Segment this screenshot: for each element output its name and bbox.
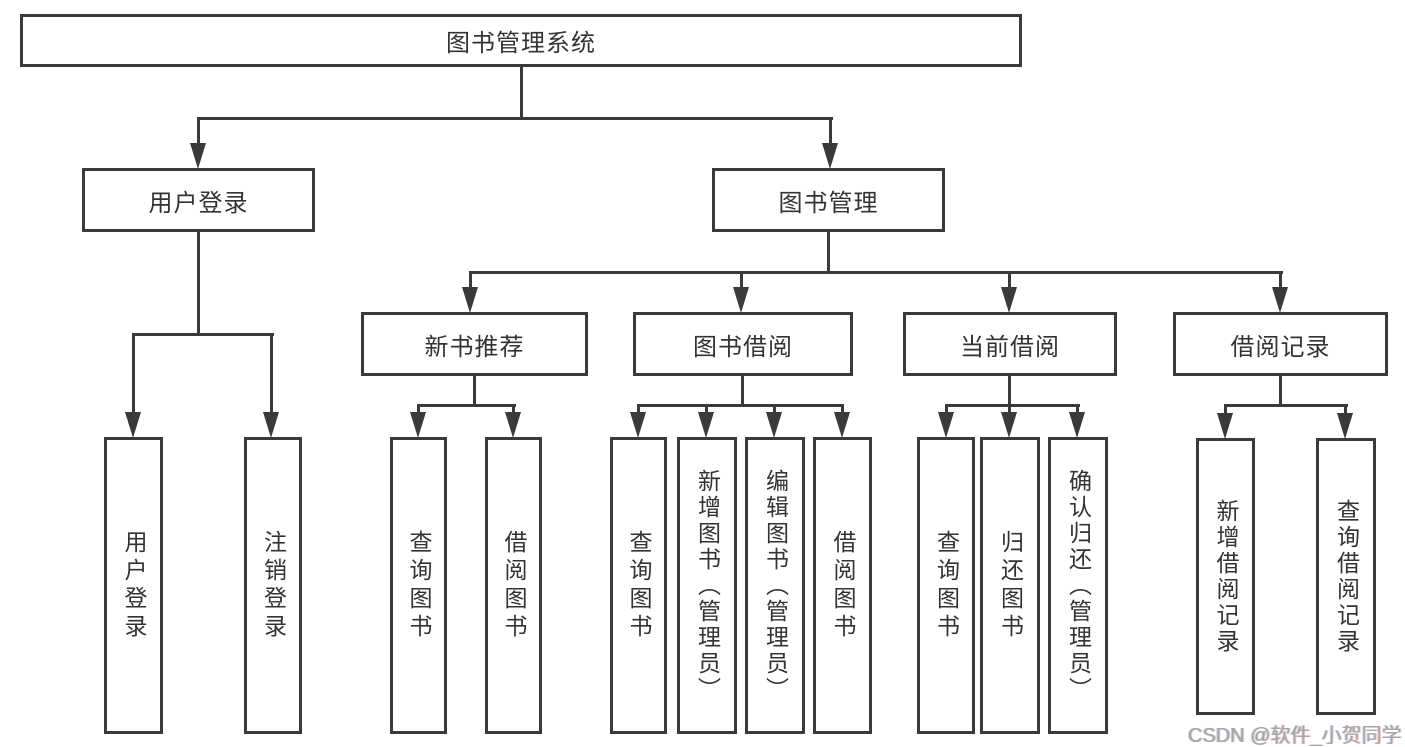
arrow-down-icon bbox=[766, 412, 782, 438]
leaf-record-add-label: 新增借阅记录 bbox=[1213, 498, 1239, 655]
connector-stem bbox=[1224, 404, 1227, 417]
connector-stem bbox=[637, 404, 640, 416]
connector-stem bbox=[512, 404, 515, 416]
connector-stem-current-borrow bbox=[1008, 271, 1011, 291]
arrow-down-icon bbox=[938, 412, 954, 438]
node-current-borrow-label: 当前借阅 bbox=[960, 333, 1060, 361]
leaf-logout-label: 注销登录 bbox=[260, 529, 287, 642]
arrow-down-icon bbox=[190, 143, 206, 169]
arrow-down-icon bbox=[1001, 412, 1017, 438]
connector-stem bbox=[705, 404, 708, 416]
leaf-logout: 注销登录 bbox=[244, 437, 302, 734]
connector-level1-rail bbox=[197, 117, 833, 120]
leaf-borrow-query: 查询图书 bbox=[610, 437, 667, 734]
node-book-borrow: 图书借阅 bbox=[633, 312, 853, 376]
arrow-down-icon bbox=[1069, 412, 1085, 438]
leaf-borrow-query-label: 查询图书 bbox=[626, 529, 652, 642]
leaf-borrow-add: 新增图书（管理员） bbox=[677, 437, 737, 734]
leaf-user-login: 用户登录 bbox=[104, 437, 163, 734]
leaf-newbook-borrow-label: 借阅图书 bbox=[501, 529, 527, 642]
leaf-record-add: 新增借阅记录 bbox=[1196, 438, 1255, 715]
connector-borrow-record-trunk bbox=[1279, 376, 1282, 407]
leaf-newbook-query: 查询图书 bbox=[390, 437, 447, 734]
connector-borrow-record-rail bbox=[1224, 404, 1348, 407]
connector-current-borrow-rail bbox=[945, 404, 1080, 407]
arrow-down-icon bbox=[733, 287, 749, 313]
arrow-down-icon bbox=[263, 412, 279, 438]
arrow-down-icon bbox=[1001, 287, 1017, 313]
leaf-record-query-label: 查询借阅记录 bbox=[1333, 498, 1360, 655]
connector-user-login-rail bbox=[132, 333, 274, 336]
arrow-down-icon bbox=[698, 412, 714, 438]
leaf-borrow-edit-label: 编辑图书（管理员） bbox=[762, 468, 789, 703]
connector-stem-user-login bbox=[197, 117, 200, 147]
connector-stem bbox=[1076, 404, 1079, 416]
connector-book-mgmt-trunk bbox=[827, 232, 830, 274]
node-borrow-record-label: 借阅记录 bbox=[1230, 333, 1331, 361]
connector-stem bbox=[1008, 404, 1011, 416]
arrow-down-icon bbox=[125, 412, 141, 438]
arrow-down-icon bbox=[1217, 413, 1233, 439]
leaf-borrow-add-label: 新增图书（管理员） bbox=[694, 468, 721, 703]
connector-level2-rail bbox=[469, 271, 1283, 274]
connector-root-trunk bbox=[520, 66, 523, 119]
node-book-mgmt: 图书管理 bbox=[712, 168, 945, 232]
node-book-borrow-label: 图书借阅 bbox=[693, 333, 793, 361]
connector-user-login-trunk bbox=[197, 232, 200, 336]
connector-stem bbox=[773, 404, 776, 416]
connector-stem bbox=[841, 404, 844, 416]
connector-book-borrow-trunk bbox=[741, 376, 744, 407]
leaf-current-query-label: 查询图书 bbox=[933, 529, 960, 642]
node-root-label: 图书管理系统 bbox=[446, 30, 596, 57]
arrow-down-icon bbox=[834, 412, 850, 438]
arrow-down-icon bbox=[1337, 413, 1353, 439]
csdn-watermark: CSDN @软件_小贺同学 bbox=[1188, 725, 1402, 747]
connector-current-borrow-trunk bbox=[1008, 376, 1011, 407]
arrow-down-icon bbox=[462, 287, 478, 313]
leaf-newbook-borrow: 借阅图书 bbox=[485, 437, 542, 734]
leaf-current-confirm-label: 确认归还（管理员） bbox=[1065, 468, 1092, 703]
connector-new-book-rec-rail bbox=[417, 404, 516, 407]
connector-stem-leaf-user-login bbox=[132, 333, 135, 413]
node-book-mgmt-label: 图书管理 bbox=[778, 189, 879, 217]
leaf-record-query: 查询借阅记录 bbox=[1316, 438, 1376, 715]
connector-stem-book-mgmt bbox=[829, 117, 832, 147]
arrow-down-icon bbox=[630, 412, 646, 438]
connector-stem-borrow-record bbox=[1279, 271, 1282, 291]
connector-stem bbox=[417, 404, 420, 416]
node-borrow-record: 借阅记录 bbox=[1173, 312, 1388, 376]
node-current-borrow: 当前借阅 bbox=[903, 312, 1117, 376]
node-new-book-rec: 新书推荐 bbox=[361, 312, 588, 376]
connector-stem bbox=[1344, 404, 1347, 417]
leaf-borrow-edit: 编辑图书（管理员） bbox=[745, 437, 805, 734]
leaf-borrow-borrow-label: 借阅图书 bbox=[830, 529, 856, 642]
connector-stem-new-book-rec bbox=[469, 271, 472, 291]
connector-stem-leaf-logout bbox=[270, 333, 273, 413]
arrow-down-icon bbox=[410, 412, 426, 438]
node-root: 图书管理系统 bbox=[20, 14, 1022, 67]
connector-book-borrow-rail bbox=[637, 404, 844, 407]
node-new-book-rec-label: 新书推荐 bbox=[424, 333, 525, 361]
connector-stem-book-borrow bbox=[740, 271, 743, 291]
arrow-down-icon bbox=[505, 412, 521, 438]
leaf-current-return-label: 归还图书 bbox=[997, 529, 1024, 642]
leaf-newbook-query-label: 查询图书 bbox=[406, 529, 432, 642]
connector-new-book-rec-trunk bbox=[473, 376, 476, 407]
leaf-current-query: 查询图书 bbox=[917, 437, 975, 734]
node-user-login-label: 用户登录 bbox=[148, 189, 249, 217]
leaf-current-return: 归还图书 bbox=[980, 437, 1040, 734]
arrow-down-icon bbox=[822, 143, 838, 169]
connector-stem bbox=[945, 404, 948, 416]
leaf-user-login-label: 用户登录 bbox=[121, 529, 147, 642]
leaf-borrow-borrow: 借阅图书 bbox=[813, 437, 872, 734]
node-user-login: 用户登录 bbox=[82, 168, 315, 232]
arrow-down-icon bbox=[1272, 287, 1288, 313]
leaf-current-confirm: 确认归还（管理员） bbox=[1048, 437, 1108, 734]
